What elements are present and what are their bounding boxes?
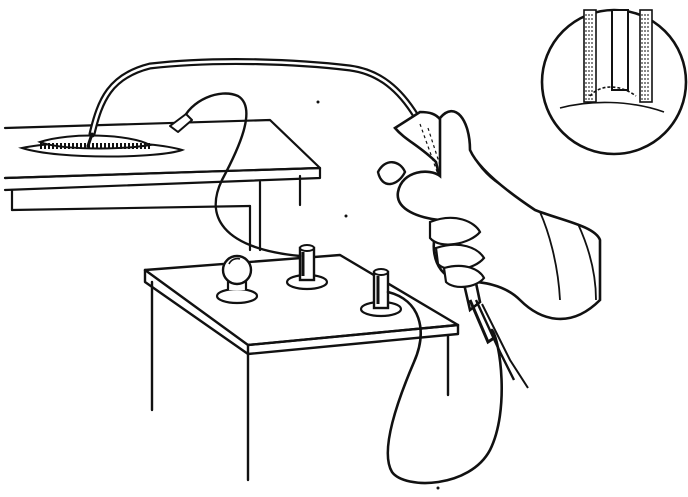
flat-workpiece <box>22 136 182 157</box>
battery-terminal-post-right <box>361 269 401 316</box>
battery-terminal-post-left <box>287 245 327 289</box>
magnified-inset <box>542 10 686 154</box>
